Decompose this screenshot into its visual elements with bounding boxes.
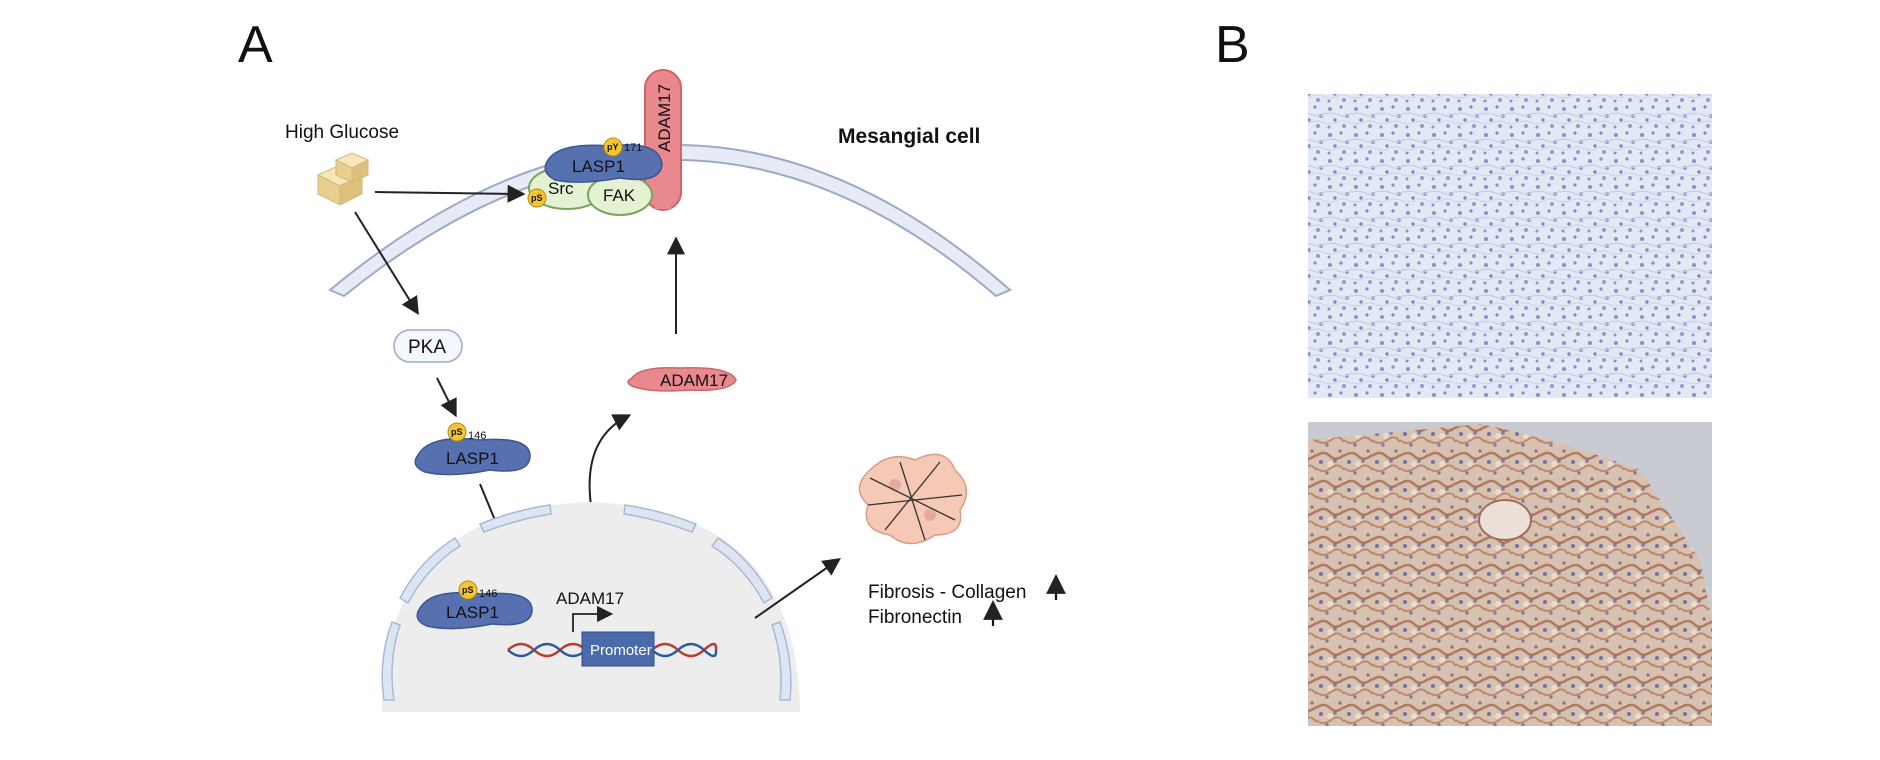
outcome-collagen: Fibrosis - Collagen [868, 582, 1026, 603]
src-label: Src [548, 179, 574, 198]
gene-label: ADAM17 [556, 589, 624, 608]
dna-helix [507, 642, 718, 658]
micrograph-bottom [1308, 422, 1712, 726]
ps-site-nucleus: 146 [479, 588, 497, 600]
lasp1-membrane-protein: LASP1 [544, 144, 663, 183]
stimulus-label: High Glucose [285, 122, 399, 143]
ps-site-cytosol: 146 [468, 430, 486, 442]
panel-label-b: B [1215, 16, 1250, 74]
py-site-label: 171 [624, 142, 642, 154]
promoter-box: Promoter [581, 631, 655, 667]
promoter-label: Promoter [590, 642, 652, 659]
adam17-membrane-label: ADAM17 [655, 84, 674, 152]
svg-text:pS: pS [531, 193, 543, 203]
fak-label: FAK [603, 186, 636, 205]
pka-label: PKA [408, 337, 446, 358]
adam17-cytosol-protein: ADAM17 [627, 366, 737, 392]
phospho-tyrosine-badge: pY 171 [603, 137, 642, 157]
micrograph-top [1308, 94, 1712, 398]
glucose-cubes-icon [316, 152, 370, 206]
arrow-nucleus-to-adam17 [588, 414, 632, 513]
svg-text:pY: pY [607, 142, 619, 152]
outcome-fibronectin: Fibronectin [868, 607, 962, 628]
arrow-glucose-to-complex [374, 184, 526, 203]
lasp1-nucleus-label: LASP1 [446, 603, 499, 622]
lasp1-membrane-label: LASP1 [572, 157, 625, 176]
adam17-cytosol-label: ADAM17 [660, 371, 728, 390]
transcription-start-arrow [572, 605, 614, 632]
nuclear-envelope [381, 504, 792, 701]
svg-text:pS: pS [451, 427, 463, 437]
arrow-nucleus-to-fibrosis [754, 557, 841, 619]
phospho-serine-badge-src: pS [527, 188, 547, 208]
arrow-glucose-to-pka [354, 211, 419, 316]
phospho-serine-badge-cytosol: pS 146 [447, 422, 486, 442]
fibrotic-cell-icon [858, 453, 968, 545]
pka-node: PKA [393, 329, 463, 363]
phospho-serine-badge-nucleus: pS 146 [458, 580, 497, 600]
svg-text:pS: pS [462, 585, 474, 595]
arrow-pka-to-lasp1 [436, 377, 457, 418]
lasp1-cytosol-label: LASP1 [446, 449, 499, 468]
lasp1-cytosol-protein: LASP1 [414, 437, 531, 476]
nucleus [382, 502, 800, 712]
lasp1-nucleus-protein: LASP1 [416, 591, 533, 630]
panel-label-a: A [238, 16, 273, 74]
cell-label: Mesangial cell [838, 125, 980, 148]
fak-protein: FAK [587, 174, 653, 216]
